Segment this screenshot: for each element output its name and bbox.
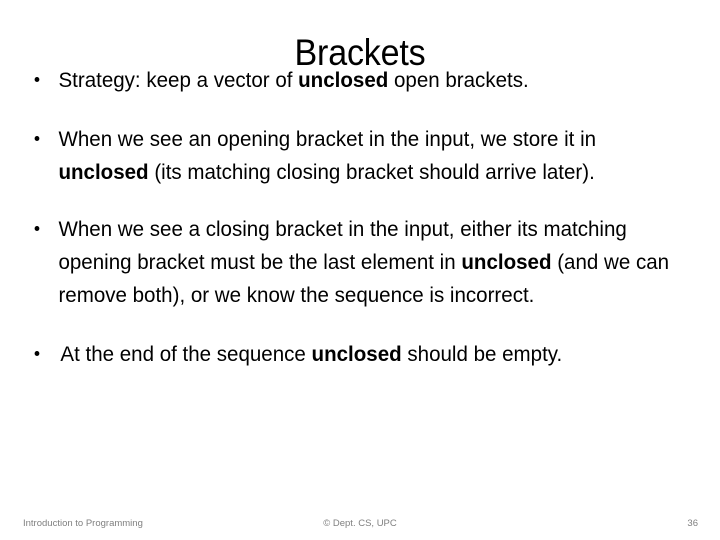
bullet-dot-icon (34, 77, 40, 82)
list-item-text: When we see an opening bracket in the in… (58, 127, 596, 184)
list-item-text: At the end of the sequence unclosed shou… (60, 342, 562, 366)
plain-text: At the end of the sequence (60, 342, 312, 366)
list-item: Strategy: keep a vector of unclosed open… (26, 64, 673, 97)
list-item: When we see a closing bracket in the inp… (26, 213, 673, 312)
plain-text: open brackets. (388, 68, 529, 92)
bullet-dot-icon (34, 136, 40, 141)
list-item: When we see an opening bracket in the in… (26, 123, 673, 189)
page-title: Brackets (294, 31, 426, 73)
footer-course-label: Introduction to Programming (23, 518, 143, 529)
slide-body: Strategy: keep a vector of unclosed open… (26, 64, 704, 371)
slide-footer: Introduction to Programming © Dept. CS, … (0, 516, 720, 532)
emphasis-text: unclosed (298, 68, 389, 92)
bullet-dot-icon (34, 351, 40, 356)
list-item: At the end of the sequence unclosed shou… (26, 338, 673, 371)
footer-copyright-label: © Dept. CS, UPC (323, 518, 397, 529)
list-item-text: When we see a closing bracket in the inp… (58, 217, 669, 307)
plain-text: When we see a closing bracket in the inp… (58, 217, 627, 274)
plain-text: (and we can remove both), or we know the… (58, 250, 670, 307)
plain-text: (its matching closing bracket should arr… (148, 160, 595, 184)
footer-page-number: 36 (687, 518, 698, 529)
plain-text: should be empty. (401, 342, 563, 366)
emphasis-text: unclosed (58, 160, 149, 184)
plain-text: When we see an opening bracket in the in… (58, 127, 597, 151)
plain-text: Strategy: keep a vector of (58, 68, 299, 92)
emphasis-text: unclosed (311, 342, 402, 366)
list-item-text: Strategy: keep a vector of unclosed open… (58, 68, 528, 92)
emphasis-text: unclosed (461, 250, 552, 274)
bullet-dot-icon (34, 226, 40, 231)
